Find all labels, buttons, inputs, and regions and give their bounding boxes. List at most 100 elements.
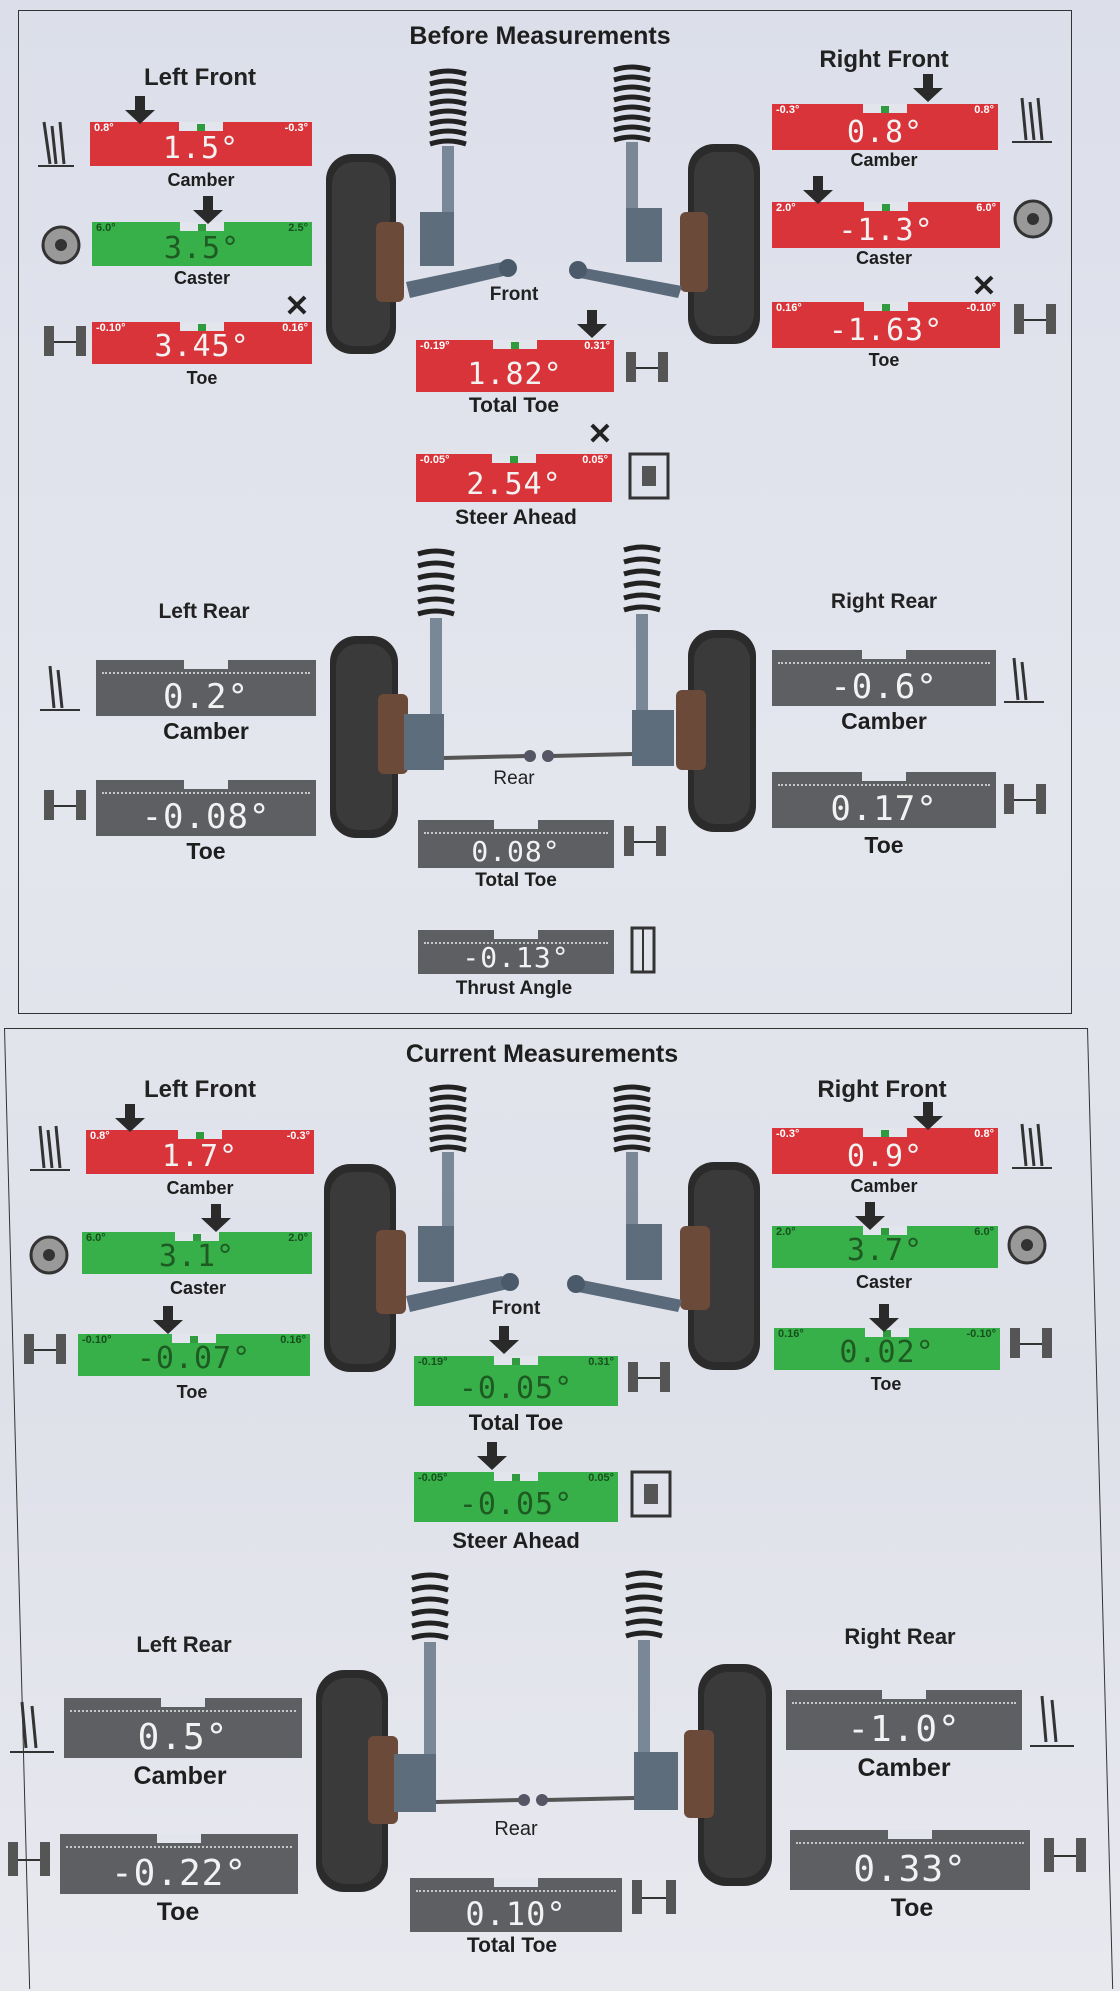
before-rr-toe-gauge: 0.17° <box>772 772 996 828</box>
current-rf-camber-label: Camber <box>850 1176 918 1196</box>
tolerance-min: -0.05° <box>418 1472 448 1484</box>
current-left-rear-label: Left Rear <box>136 1632 232 1657</box>
current-rf-caster-gauge: 2.0° 6.0° 3.7° <box>772 1226 998 1268</box>
reading-pointer-icon <box>913 74 943 102</box>
gauge-notch <box>180 322 224 331</box>
before-steer-ahead-label: Steer Ahead <box>455 506 577 529</box>
gauge-notch <box>864 202 908 211</box>
camber-value: -0.6° <box>830 667 938 707</box>
before-rf-toe-label: Toe <box>868 350 900 370</box>
current-rf-camber-gauge: -0.3° 0.8° 0.9° <box>772 1128 998 1174</box>
gauge-notch <box>178 1130 222 1139</box>
reading-pointer-icon <box>193 196 223 224</box>
gauge-notch <box>161 1698 205 1707</box>
current-rear-total-toe-gauge: 0.10° <box>410 1878 622 1932</box>
tolerance-max: 0.16° <box>280 1334 306 1346</box>
reading-pointer-icon <box>869 1304 899 1332</box>
before-lr-toe-label: Toe <box>186 838 226 864</box>
current-rr-toe-label: Toe <box>890 1894 934 1922</box>
camber-diagram-icon <box>40 665 80 711</box>
caster-value: 3.1° <box>158 1239 236 1274</box>
total-toe-value: 0.10° <box>465 1895 567 1933</box>
gauge-bar <box>772 650 996 706</box>
before-lf-toe-label: Toe <box>186 368 218 388</box>
tolerance-min: 0.16° <box>776 302 802 314</box>
tolerance-min: -0.3° <box>776 1128 800 1140</box>
before-rr-camber-gauge: -0.6° <box>772 650 996 706</box>
steer-ahead-diagram-icon <box>628 452 670 500</box>
current-title: Current Measurements <box>405 1040 679 1068</box>
steer-ahead-value: -0.05° <box>458 1487 574 1522</box>
camber-diagram-icon <box>30 1125 70 1171</box>
reading-pointer-icon <box>477 1442 507 1470</box>
tolerance-max: 0.31° <box>588 1356 614 1368</box>
before-rf-camber-gauge: -0.3° 0.8° 0.8° <box>772 104 998 150</box>
caster-diagram-icon <box>1013 199 1053 239</box>
gauge-bar <box>96 780 316 836</box>
current-lr-camber-label: Camber <box>133 1762 227 1790</box>
gauge-notch <box>179 122 223 131</box>
current-rf-toe-label: Toe <box>870 1374 902 1394</box>
caster-diagram-icon <box>41 225 81 265</box>
gauge-notch <box>494 930 538 939</box>
toe-value: 0.33° <box>853 1849 967 1890</box>
before-lr-toe-gauge: -0.08° <box>96 780 316 836</box>
camber-value: 1.5° <box>162 131 240 166</box>
before-lf-caster-gauge: 6.0° 2.5° 3.5° <box>92 222 312 266</box>
reading-pointer-icon <box>803 176 833 204</box>
current-total-toe-gauge: -0.19° 0.31° -0.05° <box>414 1356 618 1406</box>
gauge-notch <box>492 454 536 463</box>
gauge-notch <box>184 660 228 669</box>
gauge-bar <box>772 772 996 828</box>
thrust-angle-diagram-icon <box>630 926 656 974</box>
before-title: Before Measurements <box>409 22 671 50</box>
current-rr-camber-gauge: -1.0° <box>786 1690 1022 1750</box>
tolerance-max: 6.0° <box>974 1226 994 1238</box>
gauge-notch <box>862 772 906 781</box>
tolerance-max: 0.16° <box>282 322 308 334</box>
current-lf-camber-label: Camber <box>166 1178 234 1198</box>
camber-value: 0.2° <box>163 677 249 717</box>
before-rf-toe-gauge: 0.16° -0.10° -1.63° <box>772 302 1000 348</box>
tolerance-max: 0.05° <box>582 454 608 466</box>
caster-value: 3.7° <box>846 1233 924 1268</box>
current-rear-total-toe-label: Total Toe <box>466 1934 558 1957</box>
current-total-toe-label: Total Toe <box>468 1410 564 1435</box>
reading-pointer-icon <box>855 1202 885 1230</box>
toe-value: -1.63° <box>828 313 944 348</box>
gauge-notch <box>888 1830 932 1839</box>
camber-diagram-icon <box>1012 1123 1052 1169</box>
gauge-notch <box>493 340 537 349</box>
before-front-label: Front <box>489 284 539 305</box>
current-rf-toe-gauge: 0.16° -0.10° 0.02° <box>774 1328 1000 1370</box>
total-toe-diagram-icon <box>626 352 668 382</box>
toe-diagram-icon <box>1010 1328 1052 1358</box>
reading-pointer-icon <box>153 1306 183 1334</box>
current-lr-toe-gauge: -0.22° <box>60 1834 298 1894</box>
out-of-range-x-icon: ✕ <box>971 270 997 303</box>
gauge-bar <box>790 1830 1030 1890</box>
camber-value: -1.0° <box>847 1709 961 1750</box>
current-lf-caster-label: Caster <box>169 1278 227 1298</box>
total-toe-value: -0.05° <box>458 1371 574 1406</box>
tolerance-min: -0.3° <box>776 104 800 116</box>
before-rf-caster-label: Caster <box>855 248 913 268</box>
before-rr-toe-label: Toe <box>864 832 904 858</box>
toe-value: 0.17° <box>830 789 938 829</box>
tolerance-max: -0.3° <box>284 122 308 134</box>
tolerance-max: 0.05° <box>588 1472 614 1484</box>
camber-diagram-icon <box>38 121 74 167</box>
tolerance-min: -0.10° <box>82 1334 112 1346</box>
toe-value: -0.07° <box>136 1341 252 1376</box>
tolerance-min: 2.0° <box>776 202 796 214</box>
before-lf-caster-label: Caster <box>173 268 231 288</box>
tolerance-min: -0.19° <box>418 1356 448 1368</box>
current-lf-toe-label: Toe <box>176 1382 208 1402</box>
current-rf-caster-label: Caster <box>855 1272 913 1292</box>
reading-pointer-icon <box>201 1204 231 1232</box>
before-total-toe-gauge: -0.19° 0.31° 1.82° <box>416 340 614 392</box>
out-of-range-x-icon: ✕ <box>284 290 310 323</box>
tolerance-max: -0.10° <box>966 1328 996 1340</box>
camber-value: 0.9° <box>846 1139 924 1174</box>
reading-pointer-icon <box>115 1104 145 1132</box>
